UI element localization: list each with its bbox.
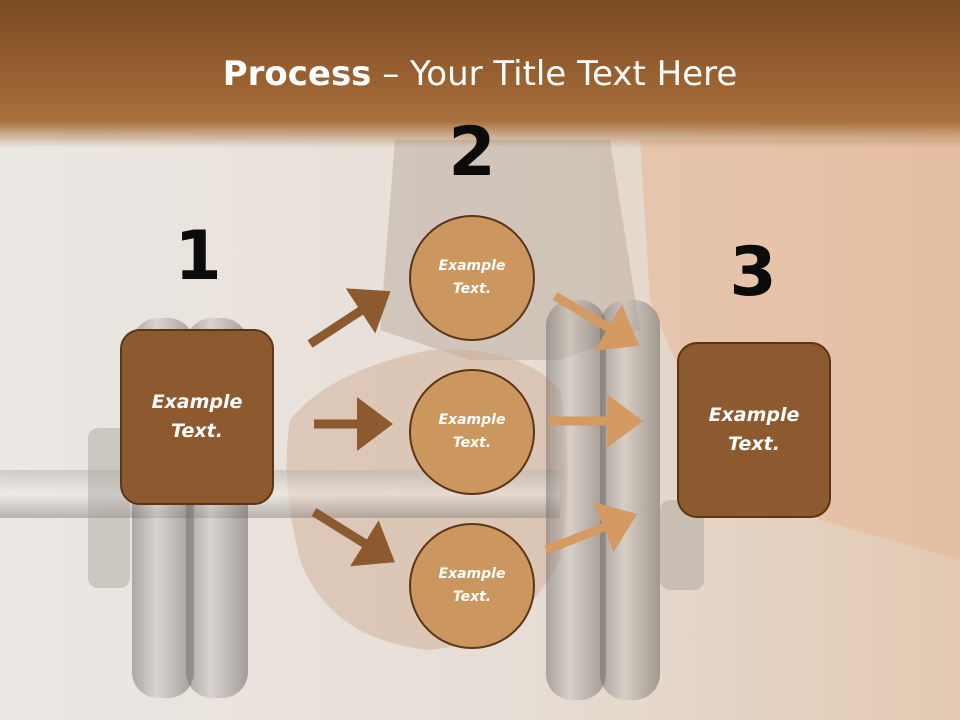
step-1-box: Example Text. (120, 329, 274, 505)
step-2-circle-bottom: Example Text. (409, 523, 535, 649)
step-3-box: Example Text. (677, 342, 831, 518)
step-1-line2: Text. (171, 420, 223, 442)
circle-middle-line1: Example (438, 412, 506, 428)
step-1-line1: Example (151, 391, 243, 413)
title-bold: Process (222, 54, 372, 94)
arrow-bottom-to-3 (544, 502, 638, 555)
step-3-line1: Example (708, 404, 800, 426)
step-number-1: 1 (174, 217, 222, 296)
step-number-2: 2 (448, 113, 496, 192)
step-3-line2: Text. (728, 433, 780, 455)
title-rest: – Your Title Text Here (371, 54, 738, 94)
circle-top-line1: Example (438, 258, 506, 274)
step-number-3: 3 (729, 233, 777, 312)
circle-bottom-line1: Example (438, 566, 506, 582)
title-banner (0, 0, 960, 148)
arrow-1-to-top (307, 288, 391, 348)
step-2-circle-top: Example Text. (409, 215, 535, 341)
slide-title: Process – Your Title Text Here (0, 52, 960, 96)
circle-middle-line2: Text. (452, 435, 492, 451)
step-2-circle-middle: Example Text. (409, 369, 535, 495)
arrow-top-to-3 (552, 292, 640, 351)
circle-top-line2: Text. (452, 281, 492, 297)
circle-bottom-line2: Text. (452, 589, 492, 605)
arrow-1-to-bottom (311, 508, 395, 567)
